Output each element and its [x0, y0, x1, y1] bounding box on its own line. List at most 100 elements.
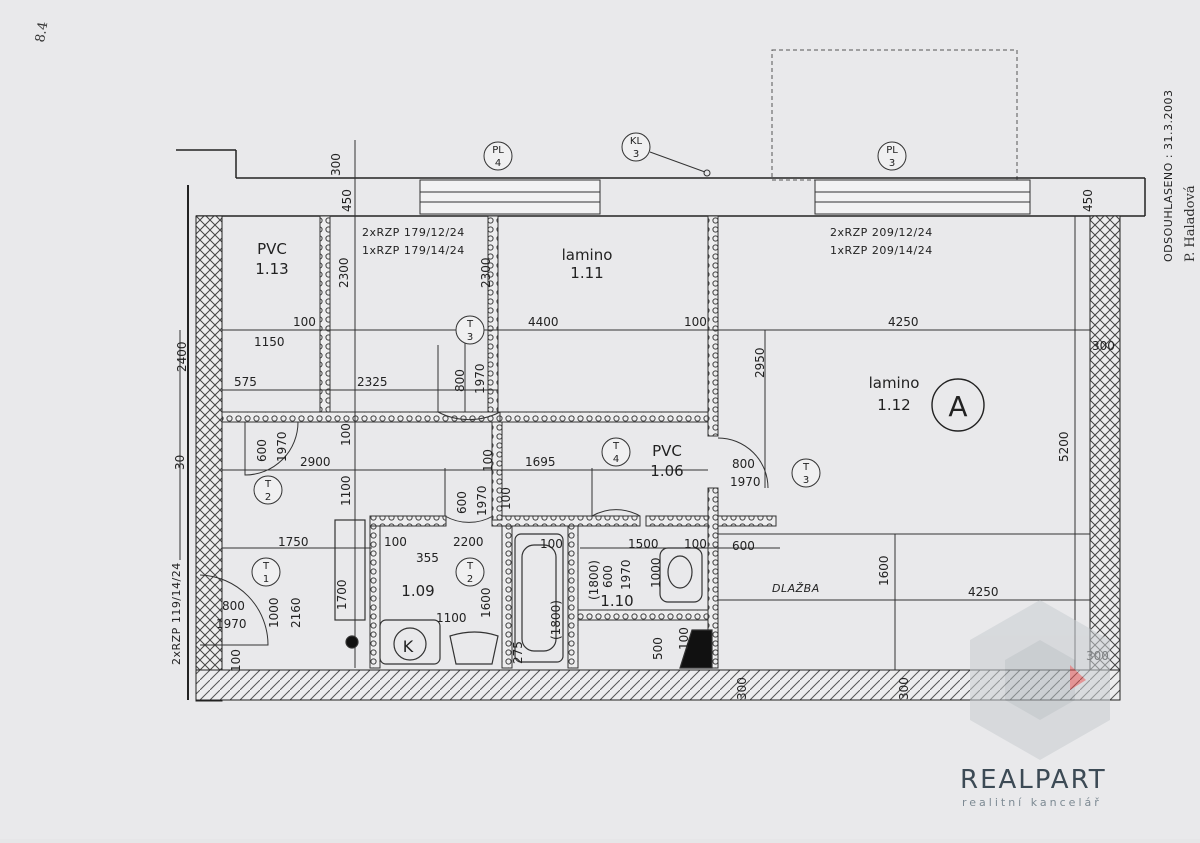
corner-mark: 8.4 — [33, 21, 51, 44]
tag-top: T — [612, 441, 620, 452]
dim-text: 1695 — [525, 455, 556, 469]
dim-text: 600 — [601, 565, 615, 588]
dim-text: 600 — [255, 439, 269, 462]
tag-bottom: 3 — [467, 332, 473, 343]
window-note: 2xRZP 209/12/24 — [830, 226, 933, 239]
dim-text: 800 — [732, 457, 755, 471]
dim-text: 100 — [684, 315, 707, 329]
tag-bottom: 1 — [263, 574, 269, 585]
dim-text: 1600 — [877, 555, 891, 586]
approval-line2: P. Haladová — [1183, 185, 1198, 262]
dim-text: 1970 — [475, 485, 489, 516]
dim-text: 1100 — [436, 611, 467, 625]
window-notes: 2xRZP 179/12/24 1xRZP 179/14/24 2xRZP 20… — [170, 226, 933, 665]
detail-tags — [251, 132, 907, 587]
dim-text: 800 — [453, 369, 467, 392]
dim-text: 1750 — [278, 535, 309, 549]
tag-bottom: 3 — [633, 149, 639, 160]
window-note: 2xRZP 119/14/24 — [170, 562, 183, 665]
dim-text: 275 — [511, 641, 525, 664]
kl-leader-end — [703, 169, 711, 177]
door-swings — [199, 345, 769, 646]
approval-stamp: ODSOUHLASENO : 31.3.2003 P. Haladová — [1162, 90, 1198, 263]
left-wall — [195, 215, 223, 702]
room-number: 1.11 — [570, 264, 603, 282]
dim-text: 2300 — [337, 257, 351, 288]
dim-text: 4400 — [528, 315, 559, 329]
tag-bottom: 3 — [803, 475, 809, 486]
kitchen-mark: K — [403, 637, 414, 656]
dim-text: 450 — [1081, 189, 1095, 212]
top-facade — [176, 149, 1146, 217]
tag-top: T — [466, 319, 474, 330]
dim-text: 1500 — [628, 537, 659, 551]
dim-text: 600 — [732, 539, 755, 553]
dim-text: 2400 — [175, 341, 189, 372]
floor-note: DLAŽBA — [772, 582, 820, 595]
dim-text: 100 — [677, 627, 691, 650]
realpart-logo — [970, 600, 1110, 760]
tag-top: PL — [886, 145, 898, 156]
tag-top: T — [264, 479, 272, 490]
dim-text: 4250 — [888, 315, 919, 329]
dim-text: 100 — [339, 423, 353, 446]
dim-text: 1970 — [275, 431, 289, 462]
dim-text: 1970 — [619, 559, 633, 590]
dim-text: 2900 — [300, 455, 331, 469]
dim-text: 5200 — [1057, 431, 1071, 462]
dim-text: 2325 — [357, 375, 388, 389]
tag-top: PL — [492, 145, 504, 156]
approval-line1: ODSOUHLASENO : 31.3.2003 — [1162, 90, 1175, 263]
room-name: lamino — [562, 246, 613, 264]
dim-text: 1700 — [335, 579, 349, 610]
room-name: lamino — [869, 374, 920, 392]
tag-top: T — [262, 561, 270, 572]
dimension-lines — [179, 140, 1090, 670]
dim-text: 1000 — [649, 557, 663, 588]
dim-text: 1100 — [339, 475, 353, 506]
dim-text: 300 — [735, 677, 749, 700]
tag-top: T — [466, 561, 474, 572]
dim-text: 100 — [481, 449, 495, 472]
dim-text: 1970 — [730, 475, 761, 489]
dim-text: 2200 — [453, 535, 484, 549]
flat-marker-circle — [931, 378, 985, 432]
tag-bottom: 4 — [495, 158, 501, 169]
dim-text: 355 — [416, 551, 439, 565]
dim-text: 500 — [651, 637, 665, 660]
tag-bottom: 2 — [467, 574, 473, 585]
room-number: 1.10 — [600, 592, 633, 610]
tag-bottom: 4 — [613, 454, 619, 465]
dim-text: 1970 — [216, 617, 247, 631]
dim-text: 1000 — [267, 597, 281, 628]
window-note: 1xRZP 179/14/24 — [362, 244, 465, 257]
bathroom-fixtures — [334, 519, 713, 669]
room-number: 1.06 — [650, 462, 683, 480]
dim-text: 2950 — [753, 347, 767, 378]
realpart-subtitle: realitní kancelář — [962, 796, 1102, 809]
tag-top: T — [802, 462, 810, 473]
dim-text: 800 — [222, 599, 245, 613]
right-wall — [1089, 215, 1121, 672]
room-number: 1.12 — [877, 396, 910, 414]
dim-text: 450 — [340, 189, 354, 212]
flat-marker-letter: A — [948, 390, 967, 423]
window-note: 2xRZP 179/12/24 — [362, 226, 465, 239]
dim-text: 100 — [684, 537, 707, 551]
dim-text: (1800) — [587, 560, 601, 600]
kl-leader — [649, 151, 706, 173]
dim-text: 100 — [540, 537, 563, 551]
dim-text: 300 — [897, 677, 911, 700]
room-number: 1.13 — [255, 260, 288, 278]
dim-text: 100 — [229, 649, 243, 672]
dimension-texts: 100 1150 4400 100 4250 300 575 2325 2900… — [216, 315, 1115, 631]
dim-text: 600 — [455, 491, 469, 514]
room-labels: PVC 1.13 lamino 1.11 lamino 1.12 PVC 1.0… — [255, 240, 919, 610]
dim-text: 30 — [173, 455, 187, 470]
dim-text: 2160 — [289, 597, 303, 628]
dim-text: 575 — [234, 375, 257, 389]
dim-text: 1970 — [473, 363, 487, 394]
dim-text: 100 — [384, 535, 407, 549]
